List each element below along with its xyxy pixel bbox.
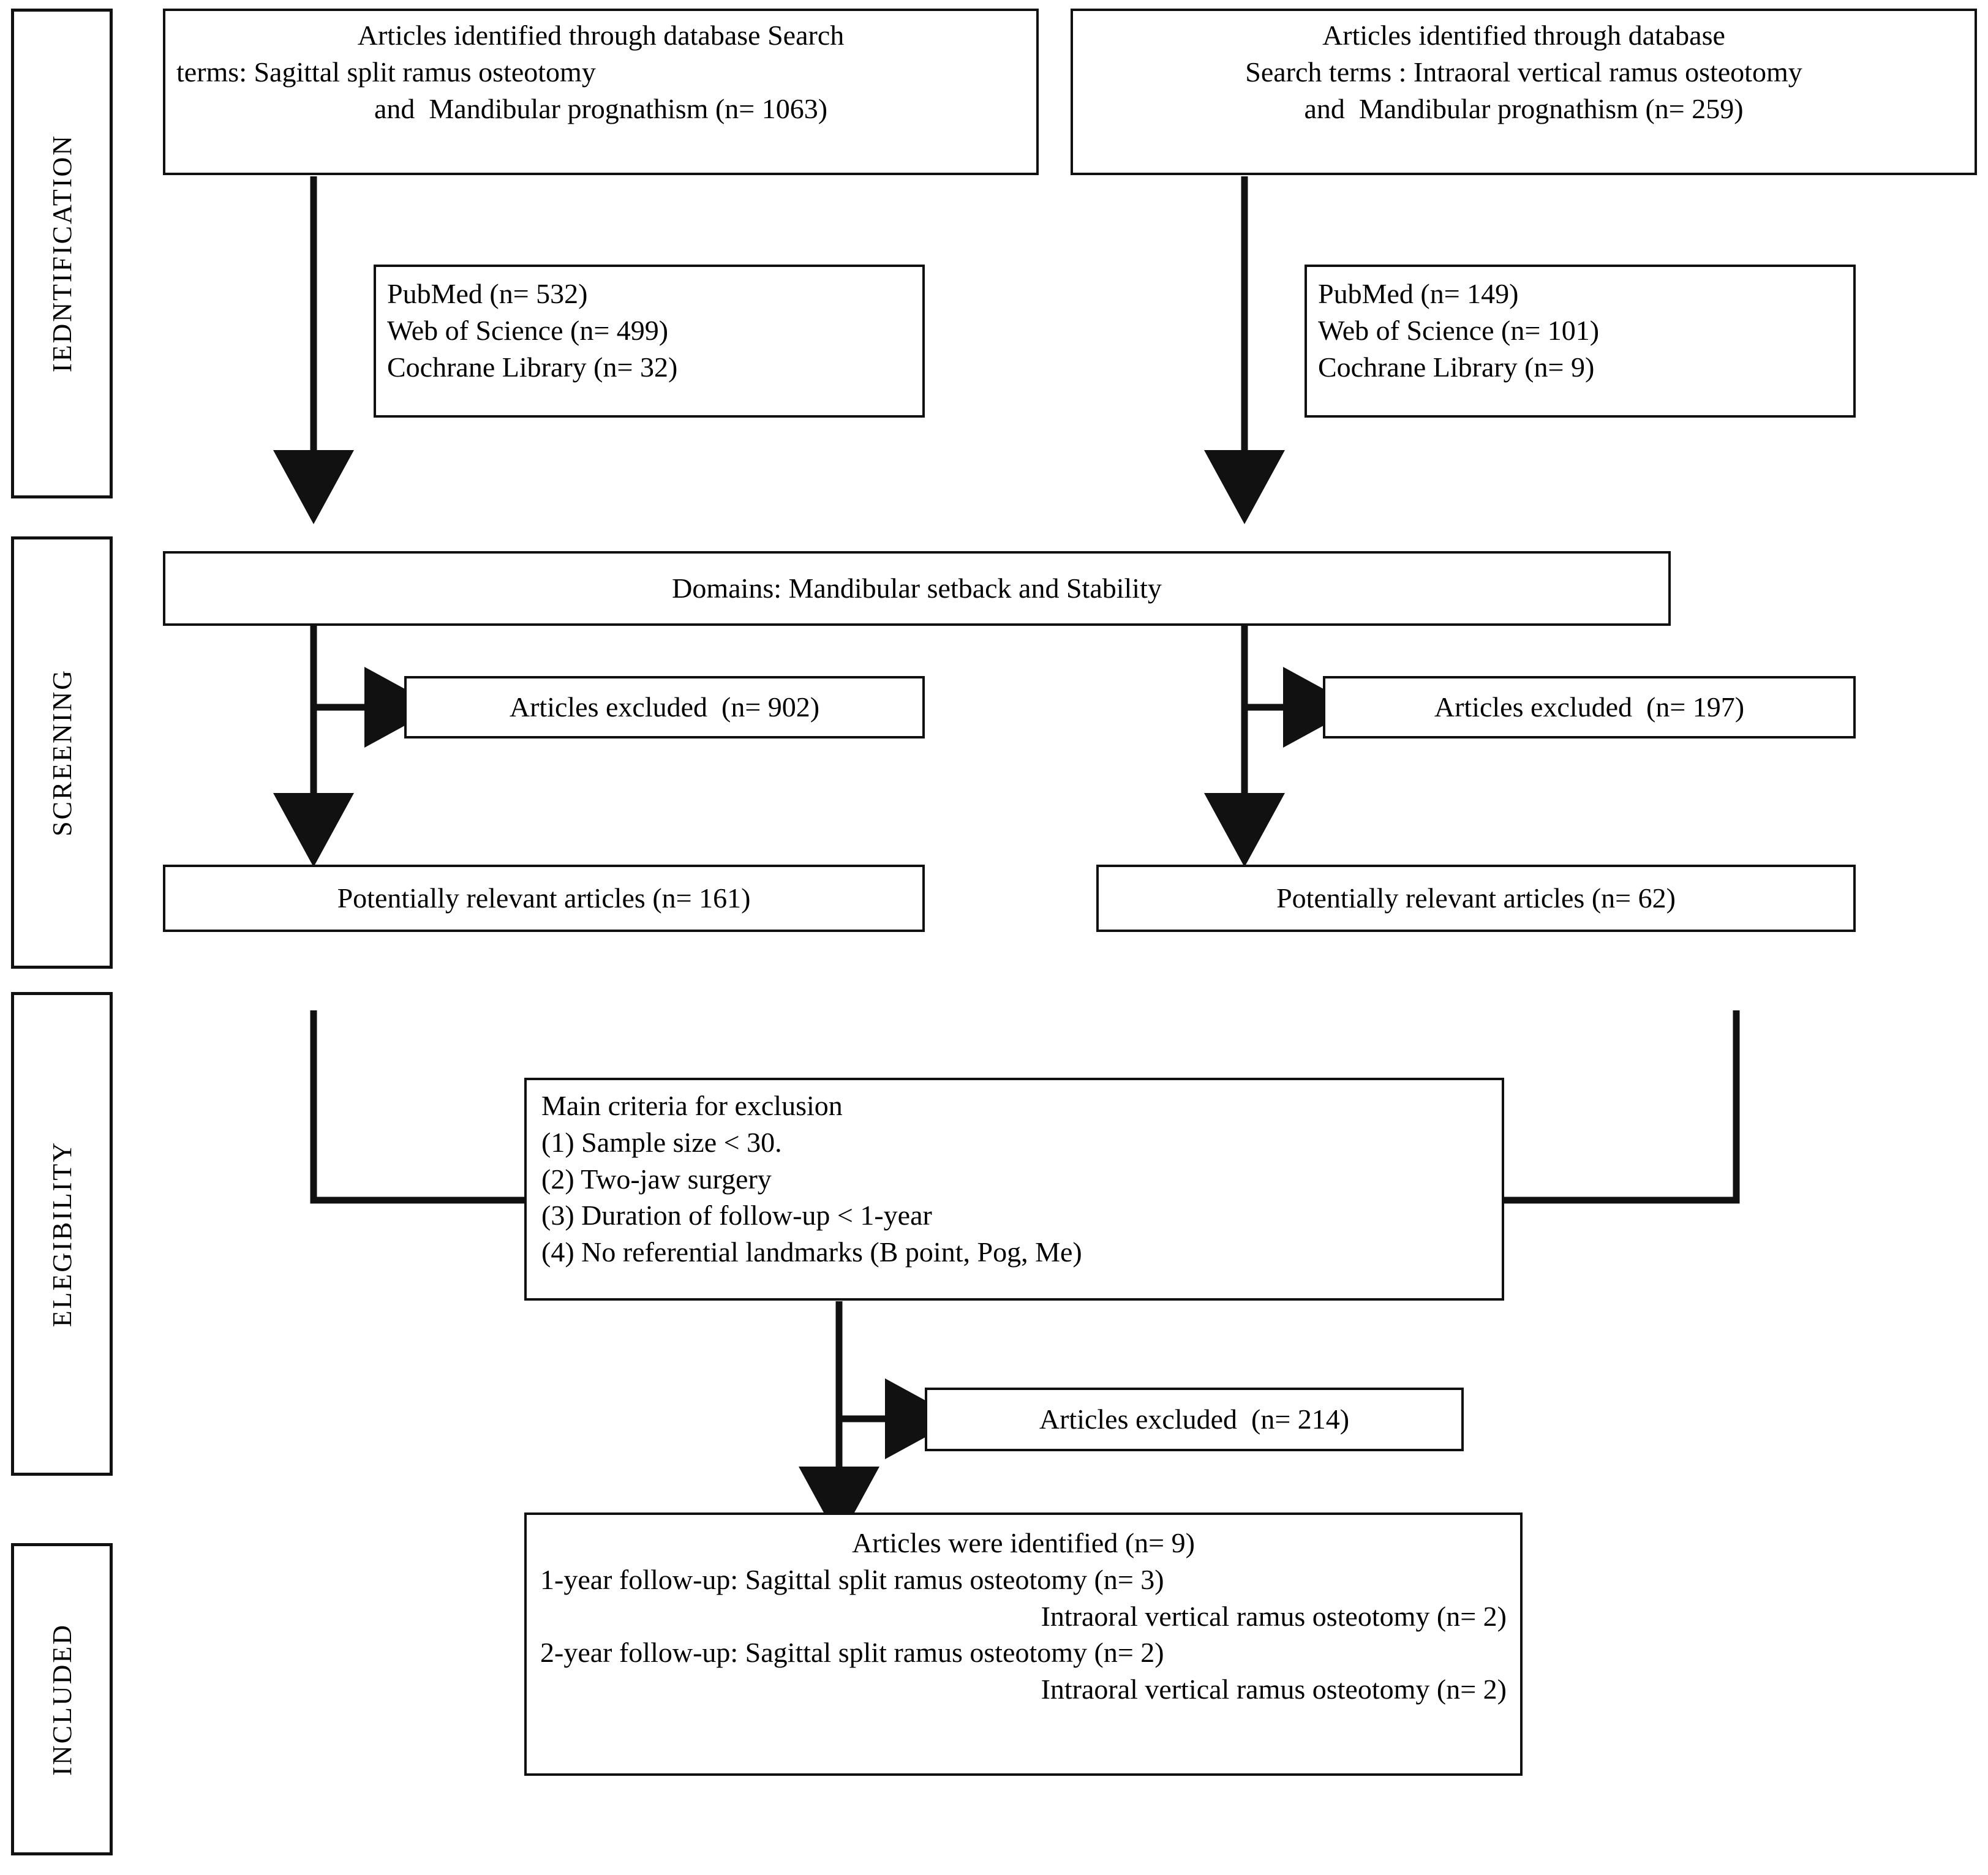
source-left-line-2: terms: Sagittal split ramus osteotomy (176, 56, 596, 88)
databases-left-line-3: Cochrane Library (n= 32) (387, 351, 678, 383)
criteria-line-3: (2) Two-jaw surgery (541, 1163, 772, 1195)
databases-right-line-2: Web of Science (n= 101) (1318, 314, 1600, 346)
box-source-left: Articles identified through database Sea… (163, 9, 1039, 175)
domains-text: Domains: Mandibular setback and Stabilit… (672, 573, 1162, 604)
box-relevant-left: Potentially relevant articles (n= 161) (163, 865, 925, 932)
excluded-left-text: Articles excluded (n= 902) (509, 691, 820, 723)
box-excluded-right: Articles excluded (n= 197) (1323, 676, 1856, 738)
arrow-criteria-trunk (799, 1301, 959, 1541)
stage-label-included: INCLUDED (11, 1543, 113, 1855)
databases-left-line-2: Web of Science (n= 499) (387, 314, 669, 346)
source-right-line-3: and Mandibular prognathism (n= 259) (1304, 92, 1744, 124)
box-relevant-right: Potentially relevant articles (n= 62) (1096, 865, 1856, 932)
source-left-line-3: and Mandibular prognathism (n= 1063) (374, 92, 828, 124)
excluded-right-text: Articles excluded (n= 197) (1434, 691, 1745, 723)
included-line-5: Intraoral vertical ramus osteotomy (n= 2… (1041, 1674, 1507, 1705)
box-domains: Domains: Mandibular setback and Stabilit… (163, 551, 1671, 626)
included-line-4: 2-year follow-up: Sagittal split ramus o… (540, 1637, 1164, 1669)
criteria-line-2: (1) Sample size < 30. (541, 1126, 782, 1158)
box-databases-right: PubMed (n= 149) Web of Science (n= 101) … (1305, 265, 1856, 418)
box-source-right: Articles identified through database Sea… (1071, 9, 1977, 175)
relevant-right-text: Potentially relevant articles (n= 62) (1276, 882, 1676, 914)
stage-label-eligibility-text: ELEGIBILITY (47, 1140, 77, 1328)
included-line-2: 1-year follow-up: Sagittal split ramus o… (540, 1563, 1164, 1595)
relevant-left-text: Potentially relevant articles (n= 161) (337, 882, 751, 914)
source-right-line-2: Search terms : Intraoral vertical ramus … (1245, 56, 1802, 88)
stage-label-identification-text: IEDNTIFICATION (47, 134, 77, 373)
arrow-left-screening-trunk (273, 626, 439, 867)
included-line-1: Articles were identified (n= 9) (852, 1527, 1195, 1558)
stage-label-eligibility: ELEGIBILITY (11, 992, 113, 1476)
criteria-line-4: (3) Duration of follow-up < 1-year (541, 1200, 932, 1231)
stage-label-included-text: INCLUDED (47, 1623, 77, 1776)
arrow-right-screening-trunk (1204, 626, 1357, 867)
databases-right-line-3: Cochrane Library (n= 9) (1318, 351, 1595, 383)
criteria-line-5: (4) No referential landmarks (B point, P… (541, 1236, 1082, 1268)
stage-label-identification: IEDNTIFICATION (11, 9, 113, 498)
databases-right-line-1: PubMed (n= 149) (1318, 278, 1519, 309)
source-left-line-1: Articles identified through database Sea… (357, 20, 845, 51)
box-excluded-criteria: Articles excluded (n= 214) (925, 1388, 1464, 1451)
source-right-line-1: Articles identified through database (1322, 20, 1725, 51)
box-exclusion-criteria: Main criteria for exclusion (1) Sample s… (524, 1078, 1504, 1301)
stage-label-screening: SCREENING (11, 536, 113, 969)
stage-label-screening-text: SCREENING (47, 669, 77, 836)
box-excluded-left: Articles excluded (n= 902) (404, 676, 925, 738)
box-databases-left: PubMed (n= 532) Web of Science (n= 499) … (374, 265, 925, 418)
box-included-articles: Articles were identified (n= 9) 1-year f… (524, 1512, 1523, 1776)
criteria-line-1: Main criteria for exclusion (541, 1090, 843, 1121)
databases-left-line-1: PubMed (n= 532) (387, 278, 588, 309)
excluded-criteria-text: Articles excluded (n= 214) (1039, 1403, 1350, 1435)
included-line-3: Intraoral vertical ramus osteotomy (n= 2… (1041, 1600, 1507, 1632)
